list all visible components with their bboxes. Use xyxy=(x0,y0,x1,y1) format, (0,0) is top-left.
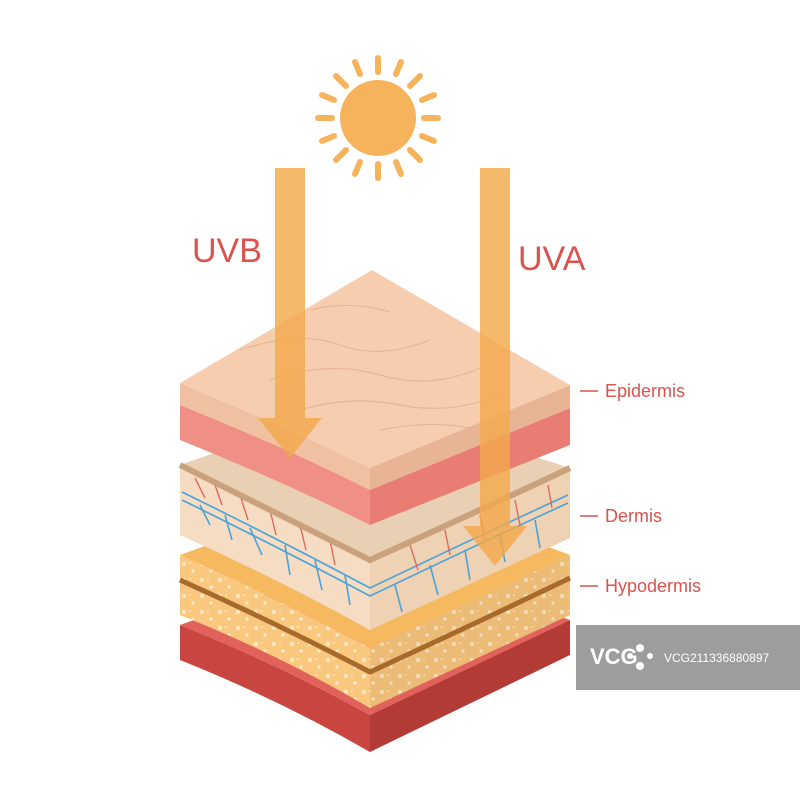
dermis-callout: Dermis xyxy=(580,506,662,526)
epidermis-callout: Epidermis xyxy=(580,381,685,401)
watermark-swirl-icon xyxy=(627,644,653,670)
uva-arrow xyxy=(463,168,527,566)
uvb-arrow xyxy=(258,168,322,458)
hypodermis-callout: Hypodermis xyxy=(580,576,701,596)
dermis-label: Dermis xyxy=(605,506,662,526)
sun-icon xyxy=(315,55,441,181)
epidermis-pink-layer xyxy=(180,405,570,525)
hypodermis-label: Hypodermis xyxy=(605,576,701,596)
watermark-id: VCG211336880897 xyxy=(664,651,770,665)
uva-label: UVA xyxy=(518,240,586,278)
watermark: VCG VCG211336880897 xyxy=(576,625,800,690)
uvb-label: UVB xyxy=(192,232,262,270)
epidermis-label: Epidermis xyxy=(605,381,685,401)
